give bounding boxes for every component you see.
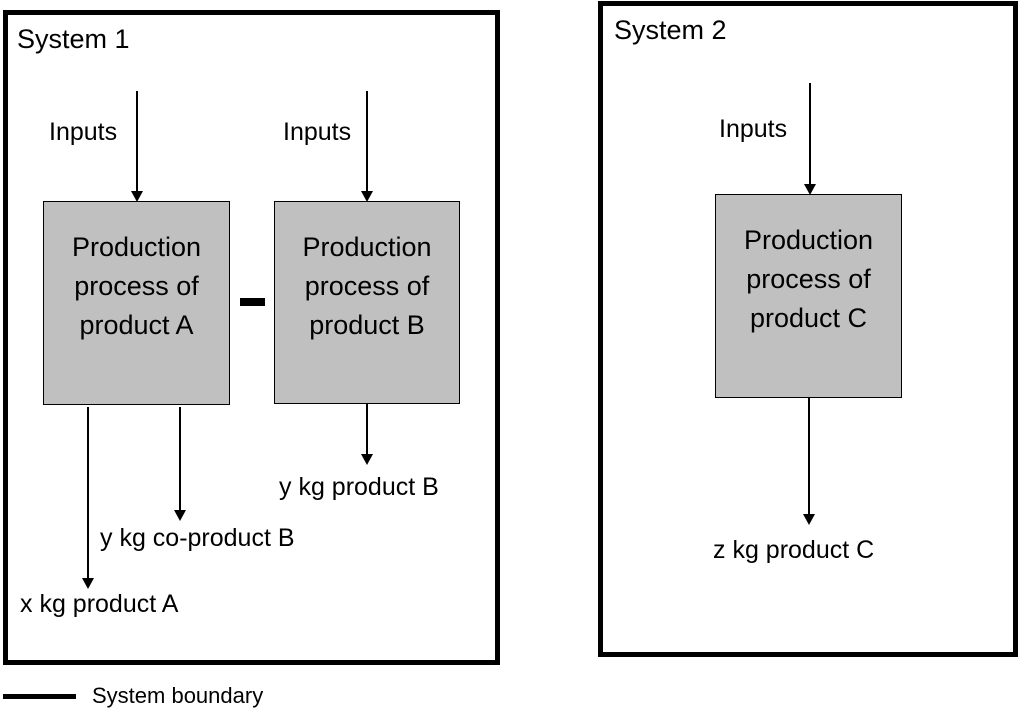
process-b-label-line-1: Production xyxy=(302,232,432,262)
product-c-output-arrow-line xyxy=(808,398,810,516)
system-2-title: System 2 xyxy=(614,15,727,45)
process-c-input-label: Inputs xyxy=(719,115,788,143)
process-b-input-arrow-line xyxy=(366,91,368,191)
product-b-output-arrow-line xyxy=(366,404,368,456)
product-c-output-arrowhead-icon xyxy=(803,514,815,525)
minus-operator-icon xyxy=(240,298,265,306)
process-b-label-line-3: product B xyxy=(309,310,425,340)
coproduct-b-output-arrowhead-icon xyxy=(174,510,186,521)
process-c-label-line-3: product C xyxy=(749,303,868,333)
product-a-output-arrow-line xyxy=(87,407,89,583)
coproduct-b-output-label: y kg co-product B xyxy=(100,524,295,552)
product-c-output-label: z kg product C xyxy=(713,536,875,564)
process-a-label-line-1: Production xyxy=(71,232,202,262)
legend-label: System boundary xyxy=(92,683,264,708)
process-c-input-arrowhead-icon xyxy=(804,184,816,195)
process-b-input-arrowhead-icon xyxy=(361,191,373,202)
process-b-input-label: Inputs xyxy=(283,118,352,146)
process-c-box: Production process of product C xyxy=(715,194,902,398)
process-a-label-line-3: product A xyxy=(79,310,194,340)
process-a-input-arrow-line xyxy=(136,91,138,191)
product-b-output-arrowhead-icon xyxy=(361,454,373,465)
process-c-input-arrow-line xyxy=(809,83,811,185)
product-b-output-label: y kg product B xyxy=(279,473,439,501)
system-1-title: System 1 xyxy=(17,24,130,54)
coproduct-b-output-arrow-line xyxy=(179,407,181,515)
process-c-label-line-1: Production xyxy=(743,225,874,255)
process-b-label-line-2: process of xyxy=(304,271,430,301)
product-a-output-label: x kg product A xyxy=(20,590,179,618)
product-a-output-arrowhead-icon xyxy=(82,578,94,589)
process-c-label-line-2: process of xyxy=(746,264,871,294)
legend-boundary-line-icon xyxy=(3,694,76,699)
process-a-label-line-2: process of xyxy=(74,271,199,301)
process-a-input-label: Inputs xyxy=(49,118,118,146)
process-a-input-arrowhead-icon xyxy=(131,191,143,202)
process-a-box: Production process of product A xyxy=(43,201,230,405)
process-b-box: Production process of product B xyxy=(274,201,460,404)
